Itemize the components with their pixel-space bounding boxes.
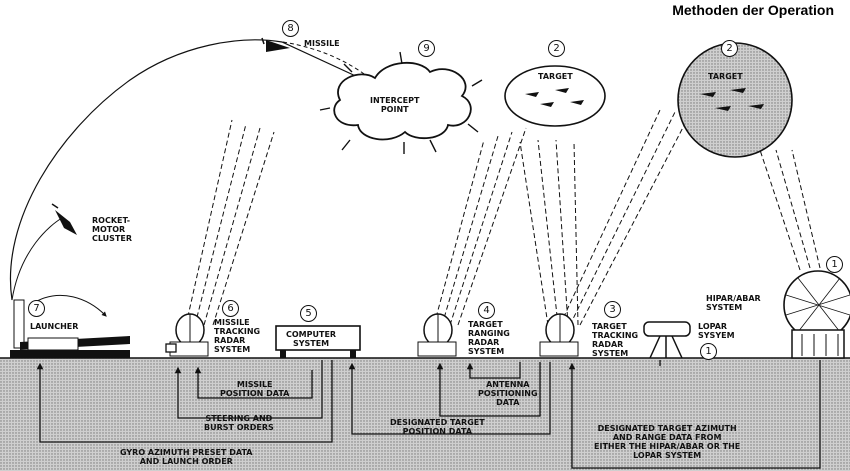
step-number-2b: 2 [721,40,738,57]
missile-icon [261,37,290,52]
target-zone-a [504,65,606,127]
intercept-cloud [319,51,483,154]
label-lopar: LOPAR SYSYEM [698,322,735,340]
label-designated-azimuth: DESIGNATED TARGET AZIMUTH AND RANGE DATA… [594,424,741,460]
page-title: Methoden der Operation [672,2,834,18]
label-gyro: GYRO AZIMUTH PRESET DATA AND LAUNCH ORDE… [120,448,253,466]
hipar-dome-icon [783,270,850,359]
launcher-icon [10,299,130,358]
label-hipar: HIPAR/ABAR SYSTEM [706,294,761,312]
step-number-1b: 1 [700,343,717,360]
label-designated-position: DESIGNATED TARGET POSITION DATA [390,418,485,436]
target-ranging-radar-icon [417,313,457,357]
label-missile-tracking: MISSILE TRACKING RADAR SYSTEM [214,318,261,354]
label-target-tracking: TARGET TRACKING RADAR SYSTEM [592,322,639,358]
data-flow-lines [36,360,821,469]
step-number-9: 9 [418,40,435,57]
label-target-a: TARGET [538,72,573,81]
step-number-8: 8 [282,20,299,37]
target-zone-b [677,42,793,158]
label-intercept-point: INTERCEPT POINT [370,96,420,114]
ground [0,358,850,471]
label-target-b: TARGET [708,72,743,81]
step-number-3: 3 [604,301,621,318]
step-number-7: 7 [28,300,45,317]
missile-tracking-radar-icon [169,313,209,357]
lopar-icon [643,321,691,359]
label-rocket-motor: ROCKET- MOTOR CLUSTER [92,216,133,243]
label-missile-position: MISSILE POSITION DATA [220,380,290,398]
radar-beams [185,109,821,326]
label-antenna: ANTENNA POSITIONING DATA [478,380,538,407]
step-number-2a: 2 [548,40,565,57]
label-target-ranging: TARGET RANGING RADAR SYSTEM [468,320,510,356]
step-number-5: 5 [300,305,317,322]
step-number-1a: 1 [826,256,843,273]
step-number-4: 4 [478,302,495,319]
step-number-6: 6 [222,300,239,317]
target-tracking-radar-icon [539,313,579,357]
label-missile: MISSILE [304,39,340,48]
flight-path [10,39,361,301]
rocket-motor-icon [51,203,77,235]
aircraft-icons [525,88,584,107]
label-computer: COMPUTER SYSTEM [286,330,337,348]
label-steering: STEERING AND BURST ORDERS [204,414,274,432]
label-launcher: LAUNCHER [30,322,79,331]
computer-icon [275,325,361,358]
